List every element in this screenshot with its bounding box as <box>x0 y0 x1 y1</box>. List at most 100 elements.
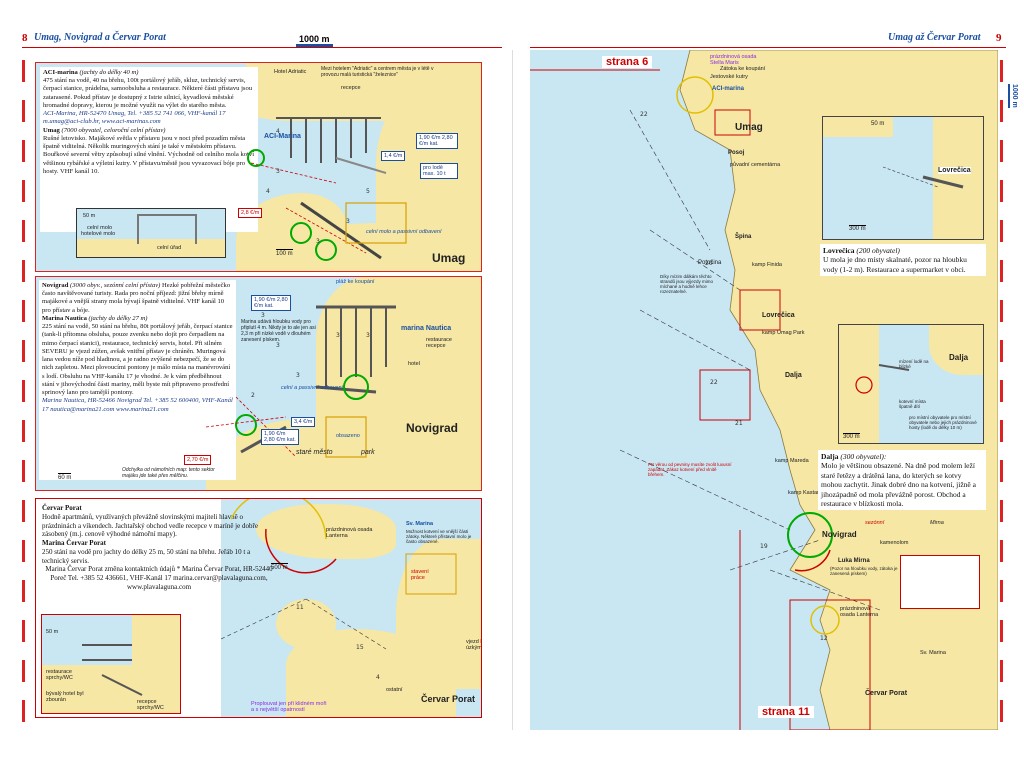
umag-price-1: 1,90 €/m 2,80 €/m kat. <box>416 133 458 150</box>
umag-aci-contact: ACI-Marina, HR-52470 Umag, Tel. +385 52 … <box>43 110 226 126</box>
umag-price-2: 1,4 €/m <box>381 151 406 162</box>
novigrad-price-4: 2,70 €/m <box>184 455 212 466</box>
svg-text:2: 2 <box>251 392 255 399</box>
umag-recepce-label: recepce <box>341 85 361 91</box>
svg-text:4: 4 <box>276 128 280 135</box>
cervar-inset-restaurace: restaurace sprchy/WC <box>46 669 73 681</box>
overview-kamp-kastanija: kamp Kastanija <box>788 490 826 496</box>
overview-lovrecica: Lovrečica <box>762 312 795 319</box>
overview-potocina: Potočina <box>698 260 722 266</box>
cervar-inset-map: 50 m restaurace sprchy/WC bývalý hotel b… <box>41 614 181 714</box>
svg-text:3: 3 <box>276 168 280 175</box>
novigrad-depth-note: Marina udává hloubku vody pro připlutí 4… <box>241 319 316 343</box>
right-edge-ticks <box>1000 60 1003 740</box>
cervar-ostatni: ostatní <box>386 687 403 693</box>
overview-posoj: Posoj <box>728 150 745 156</box>
dalja-inset-map: Dalja mízení lodě na blízké kotevní míst… <box>838 324 984 444</box>
umag-inset-hotel-molo: hotelové molo <box>81 231 116 237</box>
svg-text:21: 21 <box>735 420 743 427</box>
umag-panel-title: Umag <box>432 251 466 265</box>
novigrad-marina-label: marina Nautica <box>401 325 452 332</box>
umag-price-3: pro lodě max. 10 t <box>420 163 458 180</box>
novigrad-text-block: Novigrad (3000 obyv., sezónní celní přís… <box>39 280 236 480</box>
novigrad-marina-note: (jachty do délky 27 m) <box>88 314 148 322</box>
overview-kamenstom: kamenolom <box>880 540 909 546</box>
umag-marina-piers: 435 334 <box>247 117 407 261</box>
dalja-text-heading: Dalja <box>821 452 839 461</box>
overview-pn-note: PN věrou od pevniny musíte zvolit luxusn… <box>648 462 732 477</box>
svg-text:11: 11 <box>296 604 304 611</box>
left-page-number: 8 <box>22 32 28 44</box>
svg-text:19: 19 <box>760 543 768 550</box>
overview-aci-marina: ACI-marina <box>712 86 745 92</box>
overview-kamp-finida: kamp Finida <box>752 262 782 268</box>
overview-zatoka: Zátoka ke koupání <box>720 66 766 72</box>
dalja-text-body: Molo je většinou obsazené. Na dně pod mo… <box>821 461 976 508</box>
umag-price-4: 2,8 €/m <box>238 208 263 219</box>
dalja-inset-note1: mízení lodě na blízké <box>899 359 929 369</box>
novigrad-price-2: 3,4 €/m <box>291 417 316 428</box>
novigrad-odchylka: Odchylka od námořních map: tento sektor … <box>122 467 215 479</box>
top-rule-left <box>22 47 502 48</box>
left-edge-ticks <box>22 60 25 740</box>
umag-town-body: Rušné letovisko. Majákové světla v příst… <box>43 134 255 175</box>
right-page-title: Umag až Červar Porat <box>888 32 981 43</box>
cervar-stavebni: stavení práce <box>411 569 429 581</box>
svg-text:22: 22 <box>710 379 718 386</box>
overview-sezon: sezónní <box>865 520 885 526</box>
cervar-scale: 500 m <box>271 563 288 571</box>
umag-aci-heading: ACI-marina <box>43 69 78 76</box>
cervar-prazdninova: prázdninová osada Lanterna <box>326 527 373 539</box>
svg-text:3: 3 <box>296 372 300 379</box>
overview-mirna-note: (Pozor na hloubku vody, zátoka je zanese… <box>830 566 898 576</box>
svg-text:4: 4 <box>376 674 380 681</box>
cervar-land-north <box>256 504 396 559</box>
svg-text:3: 3 <box>316 238 320 245</box>
cervar-text-block: Červar Porat Hodně apartmánů, využívanýc… <box>39 502 279 622</box>
svg-text:3: 3 <box>366 332 370 339</box>
svg-text:3: 3 <box>336 332 340 339</box>
umag-inset-celni-molo: celní molo <box>87 225 113 231</box>
umag-aci-marina-label: ACI-Marina <box>264 133 301 140</box>
svg-text:4: 4 <box>266 188 270 195</box>
lovrecica-text-body: U mola je dno místy skalnaté, pozor na h… <box>823 255 967 274</box>
dalja-inset-note2: kotevní místa špatně dítí <box>899 399 926 409</box>
cervar-heading: Červar Porat <box>42 504 82 512</box>
overview-kamp-mareda: kamp Mareda <box>775 458 809 464</box>
overview-zlodeji: Díky mízim dálkám těchto strandů jsou vý… <box>660 274 714 294</box>
svg-text:22: 22 <box>640 111 648 118</box>
page-gutter <box>512 50 513 730</box>
umag-aci-note: (jachty do délky 40 m) <box>79 69 139 76</box>
lovrecica-inset-map: 50 m Lovrečica 300 m <box>822 116 984 240</box>
cervar-marina-heading: Marina Červar Porat <box>42 539 107 547</box>
cervar-sv-marina: Sv. Marina <box>406 521 434 527</box>
overview-prazdninova-stella: prázdninová osada Stella Maris <box>710 54 757 66</box>
novigrad-marina-heading: Marina Nautica <box>42 314 87 322</box>
umag-inset-map: 50 m celní molo hotelové molo celní úřad <box>76 208 226 258</box>
overview-jestovske: Jestovské kutry <box>710 74 748 80</box>
overview-dalja: Dalja <box>785 372 802 379</box>
cervar-inset-recepce: recepce sprchy/WC <box>137 699 164 711</box>
overview-novigrad: Novigrad <box>822 530 857 539</box>
overview-mirna: Mirna <box>930 520 944 526</box>
cervar-pozor: Proplouvat jen při klidném moři a s nejv… <box>251 701 327 713</box>
dalja-text-note: (300 obyvatel): <box>840 452 887 461</box>
overview-spina: Špina <box>735 234 752 240</box>
overview-kamp-lanterna: prázdninová osada Lanterna <box>840 606 879 618</box>
svg-text:3: 3 <box>346 218 350 225</box>
cervar-vjezd: vjezd k úzkým <box>466 639 482 651</box>
novigrad-plaz-label: pláž ke koupání <box>336 279 375 285</box>
novigrad-panel-title: Novigrad <box>406 421 459 435</box>
overview-kamp-umag: kamp Umag Park <box>762 330 805 336</box>
left-scale-bar: 1000 m <box>296 34 333 47</box>
mirna-legend-box <box>900 555 980 609</box>
novigrad-panel: Novigrad (3000 obyv., sezónní celní přís… <box>35 276 482 491</box>
novigrad-heading-note: (3000 obyv., sezónní celní přístav) <box>70 282 161 289</box>
lovrecica-inset-title: Lovrečica <box>938 167 971 174</box>
cervar-intro: Hodně apartmánů, využívaných převážně sl… <box>42 512 258 539</box>
dalja-inset-scale: 300 m <box>843 433 860 440</box>
umag-inset-celni-urad: celní úřad <box>157 245 182 251</box>
overview-pusdni: půvadní cementárna <box>730 162 781 168</box>
dalja-inset-note3: pro místní obyvatele pro místní obyvatel… <box>909 415 977 430</box>
lovrecica-text-heading: Lovrečica <box>823 246 855 255</box>
